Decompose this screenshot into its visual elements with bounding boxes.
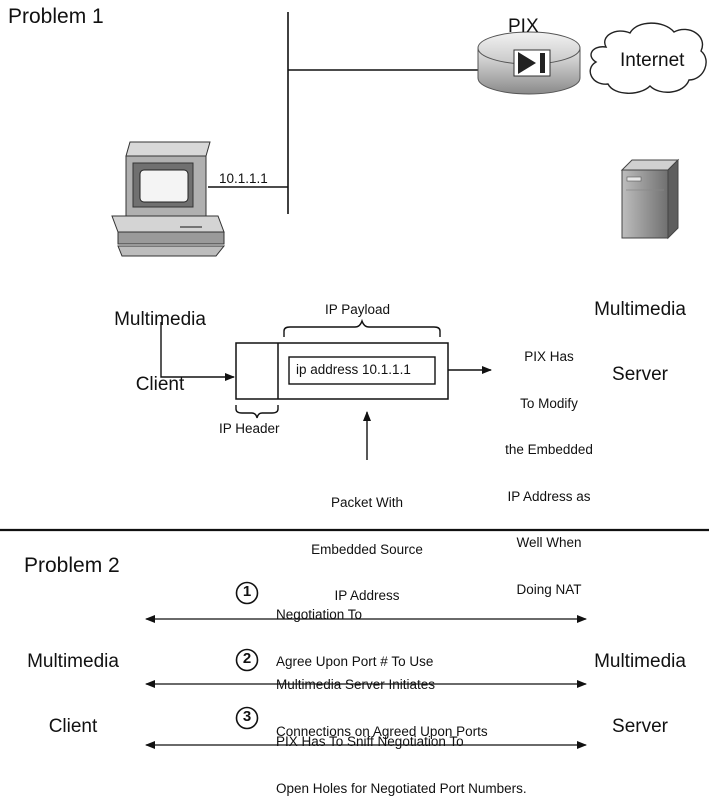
step-2-line2: Connections on Agreed Upon Ports xyxy=(276,723,488,739)
client-label-line2: Client xyxy=(135,374,185,396)
embedded-ip-text: ip address 10.1.1.1 xyxy=(296,362,411,377)
nat-note-line4: IP Address as xyxy=(507,488,591,504)
internet-cloud-icon xyxy=(589,22,707,94)
step-1-line2: Agree Upon Port # To Use xyxy=(276,653,434,669)
step-2-line1: Multimedia Server Initiates xyxy=(276,677,436,693)
nat-note-line3: the Embedded xyxy=(505,442,593,458)
step-3-circle xyxy=(235,706,259,730)
packet-caption-line2: Embedded Source xyxy=(311,541,423,557)
server-label-line2: Server xyxy=(612,364,668,386)
step-2-circle xyxy=(235,648,259,672)
ip-payload-label: IP Payload xyxy=(325,302,391,317)
packet-caption: Packet With Embedded Source IP Address xyxy=(297,464,437,619)
step-3-line1: PIX Has To Sniff Negotiation To xyxy=(276,734,464,750)
client-to-packet-arrow xyxy=(160,322,235,381)
step-2-number: 2 xyxy=(242,650,252,667)
nat-note-line5: Well When xyxy=(516,535,582,551)
nat-note: PIX Has To Modify the Embedded IP Addres… xyxy=(497,318,601,613)
step-2-text: Multimedia Server Initiates Connections … xyxy=(276,646,488,755)
client-ip-label: 10.1.1.1 xyxy=(219,171,268,186)
pix-firewall-icon xyxy=(477,31,581,95)
nat-note-line2: To Modify xyxy=(520,395,578,411)
client-label-line1: Multimedia xyxy=(114,308,206,330)
step-1-number: 1 xyxy=(242,583,252,600)
p2-server-label-line2: Server xyxy=(612,716,668,738)
ip-header-brace xyxy=(235,405,279,419)
step-1-line1: Negotiation To xyxy=(276,607,363,623)
ip-payload-brace xyxy=(283,318,441,337)
embedded-ip-box xyxy=(288,356,436,385)
server-label: Multimedia Server xyxy=(585,255,695,408)
diagram-canvas xyxy=(0,12,709,749)
p2-server-label: Multimedia Server xyxy=(585,607,695,760)
problem-2-heading: Problem 2 xyxy=(24,554,120,577)
server-label-line1: Multimedia xyxy=(594,298,686,320)
p2-server-label-line1: Multimedia xyxy=(594,650,686,672)
nat-note-line6: Doing NAT xyxy=(516,581,582,597)
multimedia-server-icon xyxy=(620,158,680,240)
problem-1-heading: Problem 1 xyxy=(8,5,104,28)
p2-client-label-line1: Multimedia xyxy=(27,650,119,672)
step-1-text: Negotiation To Agree Upon Port # To Use xyxy=(276,576,433,685)
step-3-line2: Open Holes for Negotiated Port Numbers. xyxy=(276,780,527,796)
nat-note-line1: PIX Has xyxy=(524,349,574,365)
client-label: Multimedia Client xyxy=(105,265,215,418)
p2-client-label: Multimedia Client xyxy=(18,607,128,760)
p2-client-label-line2: Client xyxy=(48,716,98,738)
step-3-number: 3 xyxy=(242,708,252,725)
multimedia-client-computer-icon xyxy=(111,141,226,257)
pix-label: PIX xyxy=(508,16,539,37)
ip-header-label: IP Header xyxy=(219,421,280,436)
step-3-text: PIX Has To Sniff Negotiation To Open Hol… xyxy=(276,703,527,812)
packet-caption-line1: Packet With xyxy=(330,495,404,511)
packet-caption-line3: IP Address xyxy=(334,588,400,604)
step-1-circle xyxy=(235,581,259,605)
internet-label: Internet xyxy=(620,50,685,71)
